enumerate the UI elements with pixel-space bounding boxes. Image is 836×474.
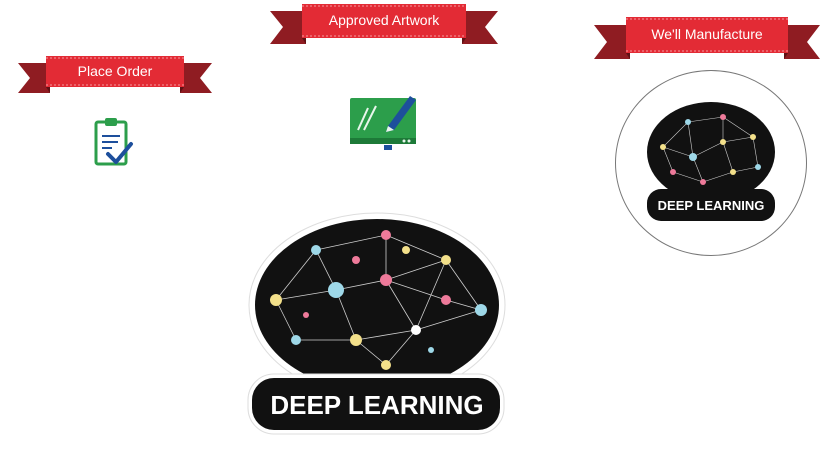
drawing-board-pencil-icon [348, 90, 418, 152]
ribbon-shape [594, 17, 820, 59]
clipboard-check-icon [94, 116, 134, 168]
ribbon-shape [270, 4, 498, 44]
sticker-large-text: DEEP LEARNING [270, 390, 483, 420]
step-manufacture-ribbon: We'll Manufacture [594, 15, 820, 61]
sticker-small-text: DEEP LEARNING [658, 198, 765, 213]
ribbon-shape [18, 56, 212, 93]
step-label: Approved Artwork [328, 12, 440, 28]
sticker-preview-large: DEEP LEARNING [246, 210, 508, 436]
sticker-preview-small: DEEP LEARNING [643, 97, 779, 227]
step-label: We'll Manufacture [651, 26, 763, 42]
step-approved-artwork-ribbon: Approved Artwork [270, 2, 498, 46]
step-place-order-ribbon: Place Order [18, 54, 212, 96]
step-label: Place Order [77, 63, 153, 79]
